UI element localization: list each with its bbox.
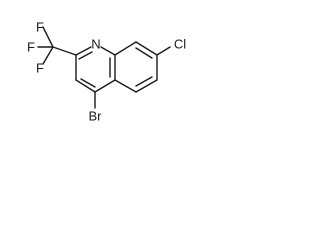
atom-labels: F F F N Cl Br	[27, 20, 186, 124]
bond-c3-c4-double	[80, 78, 96, 88]
bond-cf3-f3	[42, 46, 54, 65]
bond-cf3-f1	[42, 26, 54, 48]
bonds	[37, 26, 171, 109]
atom-label-chlorine: Cl	[174, 37, 186, 52]
bond-c2-n-double	[78, 51, 93, 60]
bond-c8-c7	[135, 41, 158, 56]
bond-c5-c4a	[114, 79, 137, 93]
atom-label-f-top: F	[36, 20, 44, 35]
atom-label-nitrogen: N	[91, 37, 100, 52]
bond-c7-cl	[156, 46, 171, 56]
bond-c2-n	[75, 46, 92, 56]
bond-c4-c4a	[94, 79, 116, 93]
atom-label-bromine: Br	[89, 109, 103, 124]
bond-c3-c4	[75, 79, 96, 93]
molecule-structure: F F F N Cl Br	[27, 20, 186, 124]
atom-label-f-bottom: F	[36, 61, 44, 76]
bond-c8-c7-double	[135, 47, 153, 59]
bond-c6-c5-double	[135, 76, 153, 87]
bond-c6-c5	[135, 79, 158, 93]
bond-n-c8a	[100, 46, 116, 56]
atom-label-f-left: F	[27, 40, 35, 55]
bond-c8a-c8	[114, 41, 137, 56]
bond-cf3-c2	[52, 46, 77, 56]
